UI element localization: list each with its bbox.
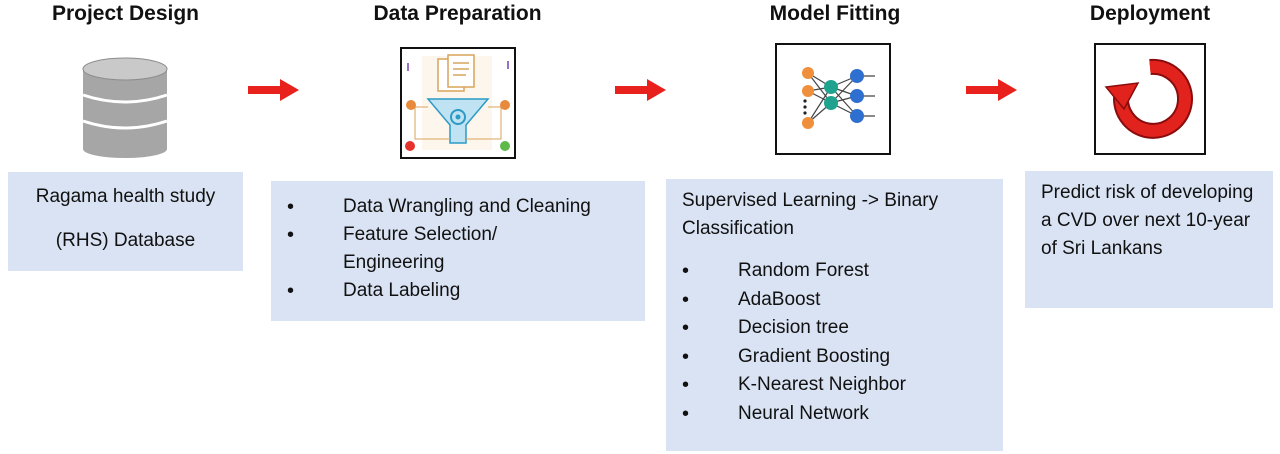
list-item: Feature Selection/ Engineering: [287, 221, 543, 277]
flow-arrow-1: [248, 78, 300, 102]
stage-title-project-design: Project Design: [51, 2, 200, 25]
data-preparation-list: Data Wrangling and Cleaning Feature Sele…: [287, 193, 591, 305]
list-item: Neural Network: [682, 400, 906, 429]
data-funnel-icon: [400, 47, 516, 159]
stage-title-data-preparation: Data Preparation: [373, 2, 542, 25]
data-preparation-card: Data Wrangling and Cleaning Feature Sele…: [271, 181, 645, 321]
list-item: Data Labeling: [287, 277, 591, 305]
flow-arrow-3: [966, 78, 1018, 102]
deployment-description: Predict risk of developing a CVD over ne…: [1041, 182, 1254, 259]
list-item: Random Forest: [682, 257, 906, 286]
deployment-card: Predict risk of developing a CVD over ne…: [1025, 171, 1273, 308]
database-name-line-1: Ragama health study: [35, 186, 216, 207]
model-fitting-intro: Supervised Learning -> Binary Classifica…: [682, 190, 939, 239]
list-item: AdaBoost: [682, 286, 906, 315]
project-design-card: Ragama health study (RHS) Database: [8, 172, 243, 271]
stage-title-deployment: Deployment: [1089, 2, 1211, 25]
list-item: Gradient Boosting: [682, 343, 906, 372]
list-item: Decision tree: [682, 314, 906, 343]
neural-network-icon: [775, 43, 891, 155]
model-list: Random Forest AdaBoost Decision tree Gra…: [682, 257, 906, 429]
model-fitting-card: Supervised Learning -> Binary Classifica…: [666, 179, 1003, 451]
stage-title-model-fitting: Model Fitting: [769, 2, 901, 25]
database-icon: [80, 55, 170, 159]
list-item: Data Wrangling and Cleaning: [287, 193, 591, 221]
database-name-line-2: (RHS) Database: [55, 230, 196, 251]
flow-arrow-2: [615, 78, 667, 102]
deploy-refresh-icon: [1094, 43, 1206, 155]
list-item: K-Nearest Neighbor: [682, 371, 906, 400]
